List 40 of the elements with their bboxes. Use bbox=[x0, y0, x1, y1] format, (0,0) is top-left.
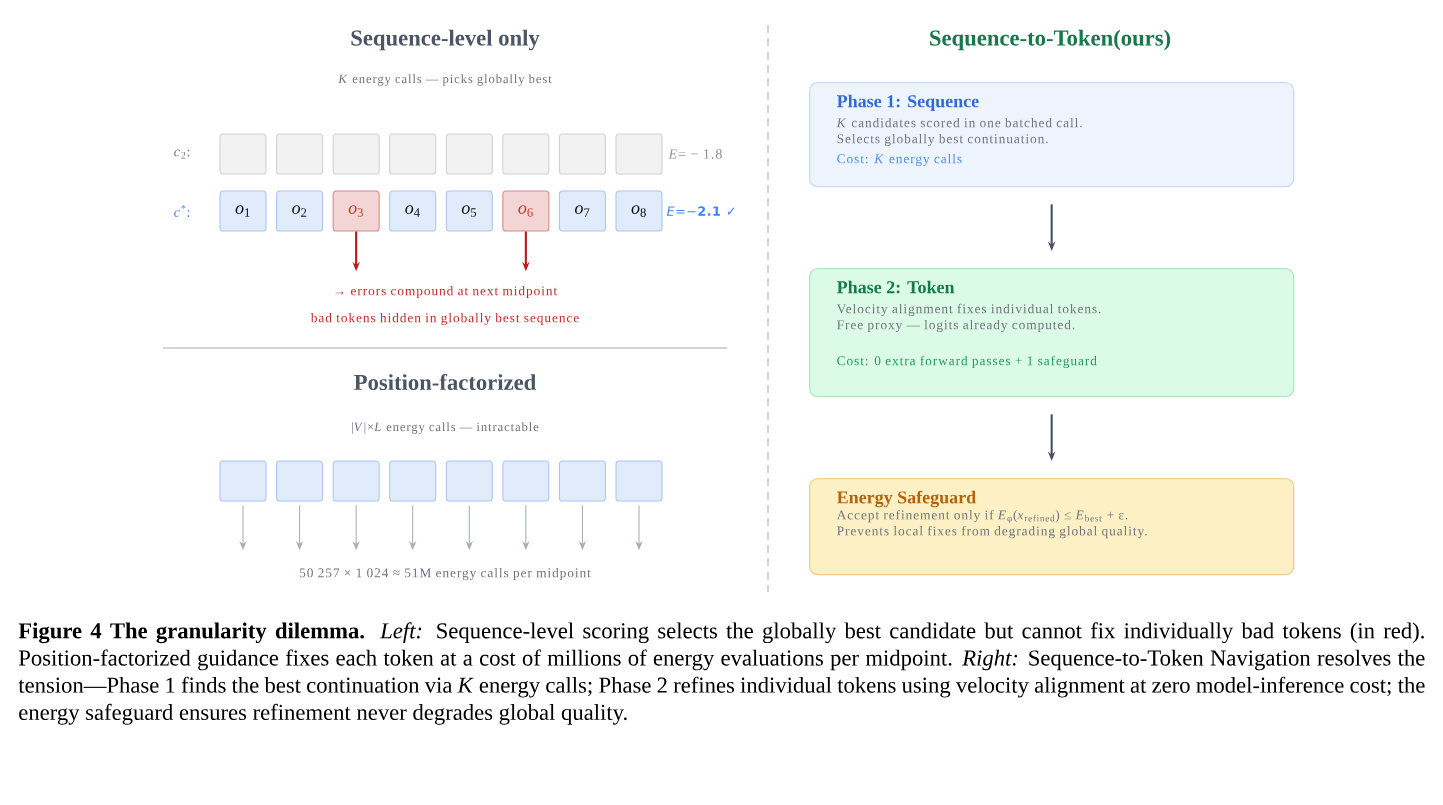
empty-token-box bbox=[389, 460, 437, 502]
empty-token-box bbox=[445, 460, 493, 502]
empty-token-box bbox=[219, 133, 267, 175]
empty-token-box bbox=[558, 133, 606, 175]
section-heading: Sequence-level only bbox=[351, 29, 540, 51]
empty-token-box bbox=[219, 460, 267, 502]
token-box: o$_{6}$ bbox=[502, 190, 550, 232]
empty-token-box bbox=[445, 133, 493, 175]
empty-token-box bbox=[276, 460, 324, 502]
token-box: o$_{7}$ bbox=[558, 190, 606, 232]
token-box: o$_{2}$ bbox=[276, 190, 324, 232]
token-box: o$_{8}$ bbox=[615, 190, 663, 232]
token-box: o$_{4}$ bbox=[389, 190, 437, 232]
row-label: c$^{*}$: bbox=[174, 205, 190, 217]
error-note: → errors compound at next midpoint bbox=[335, 285, 558, 299]
error-note: bad tokens hidden in globally best sequence bbox=[310, 312, 579, 326]
row-label: c$_{2}$: bbox=[174, 149, 190, 159]
phase-box: Phase 1: Sequence K candidates scored in one batched call. Selects globally best continuation. Cost: K energy calls bbox=[809, 82, 1295, 188]
token-box: o$_{5}$ bbox=[445, 190, 493, 232]
section-heading: Sequence-to-Token(ours) bbox=[930, 29, 1171, 51]
token-box: o$_{3}$ bbox=[332, 190, 380, 232]
cost-note: 50 257 × 1 024 ≈ 51M energy calls per midpoint bbox=[299, 567, 591, 581]
empty-token-box bbox=[615, 460, 663, 502]
subtitle: K energy calls — picks globally best bbox=[338, 74, 552, 86]
section-heading: Position-factorized bbox=[354, 373, 537, 391]
energy-value: E=−2.1 ✓ bbox=[666, 206, 735, 216]
empty-token-box bbox=[276, 133, 324, 175]
empty-token-box bbox=[502, 133, 550, 175]
empty-token-box bbox=[332, 460, 380, 502]
empty-token-box bbox=[332, 133, 380, 175]
token-box: o$_{1}$ bbox=[219, 190, 267, 232]
empty-token-box bbox=[502, 460, 550, 502]
empty-token-box bbox=[389, 133, 437, 175]
figure-caption: Figure 4 The granularity dilemma. Left: Sequence-level scoring selects the globally best candidate but cannot fix individually bad tokens (in red). Position-factorized guidance fixes each token at a cost of millions of energy evaluations per midpoint. Right: Sequence-to-Token Navigation resolves the tension—Phase 1 finds the best continuation via K energy calls; Phase 2 refines individual tokens using velocity alignment at zero model-inference cost; the energy safeguard ensures refinement never degrades global quality. bbox=[18, 622, 1425, 725]
energy-value: E= − 1.8 bbox=[668, 149, 722, 159]
phase-box: Energy Safeguard Accept refinement only if E$_{φ}$(x$_{refined}$) ≤ E$_{best}$ + ε. Prevents local fixes from degrading global quality. bbox=[809, 478, 1295, 576]
empty-token-box bbox=[558, 460, 606, 502]
empty-token-box bbox=[615, 133, 663, 175]
subtitle: |V|×L energy calls — intractable bbox=[352, 422, 539, 434]
phase-box: Phase 2: Token Velocity alignment fixes individual tokens. Free proxy — logits already computed. Cost: 0 extra forward passes + 1 safeguard bbox=[809, 268, 1295, 398]
